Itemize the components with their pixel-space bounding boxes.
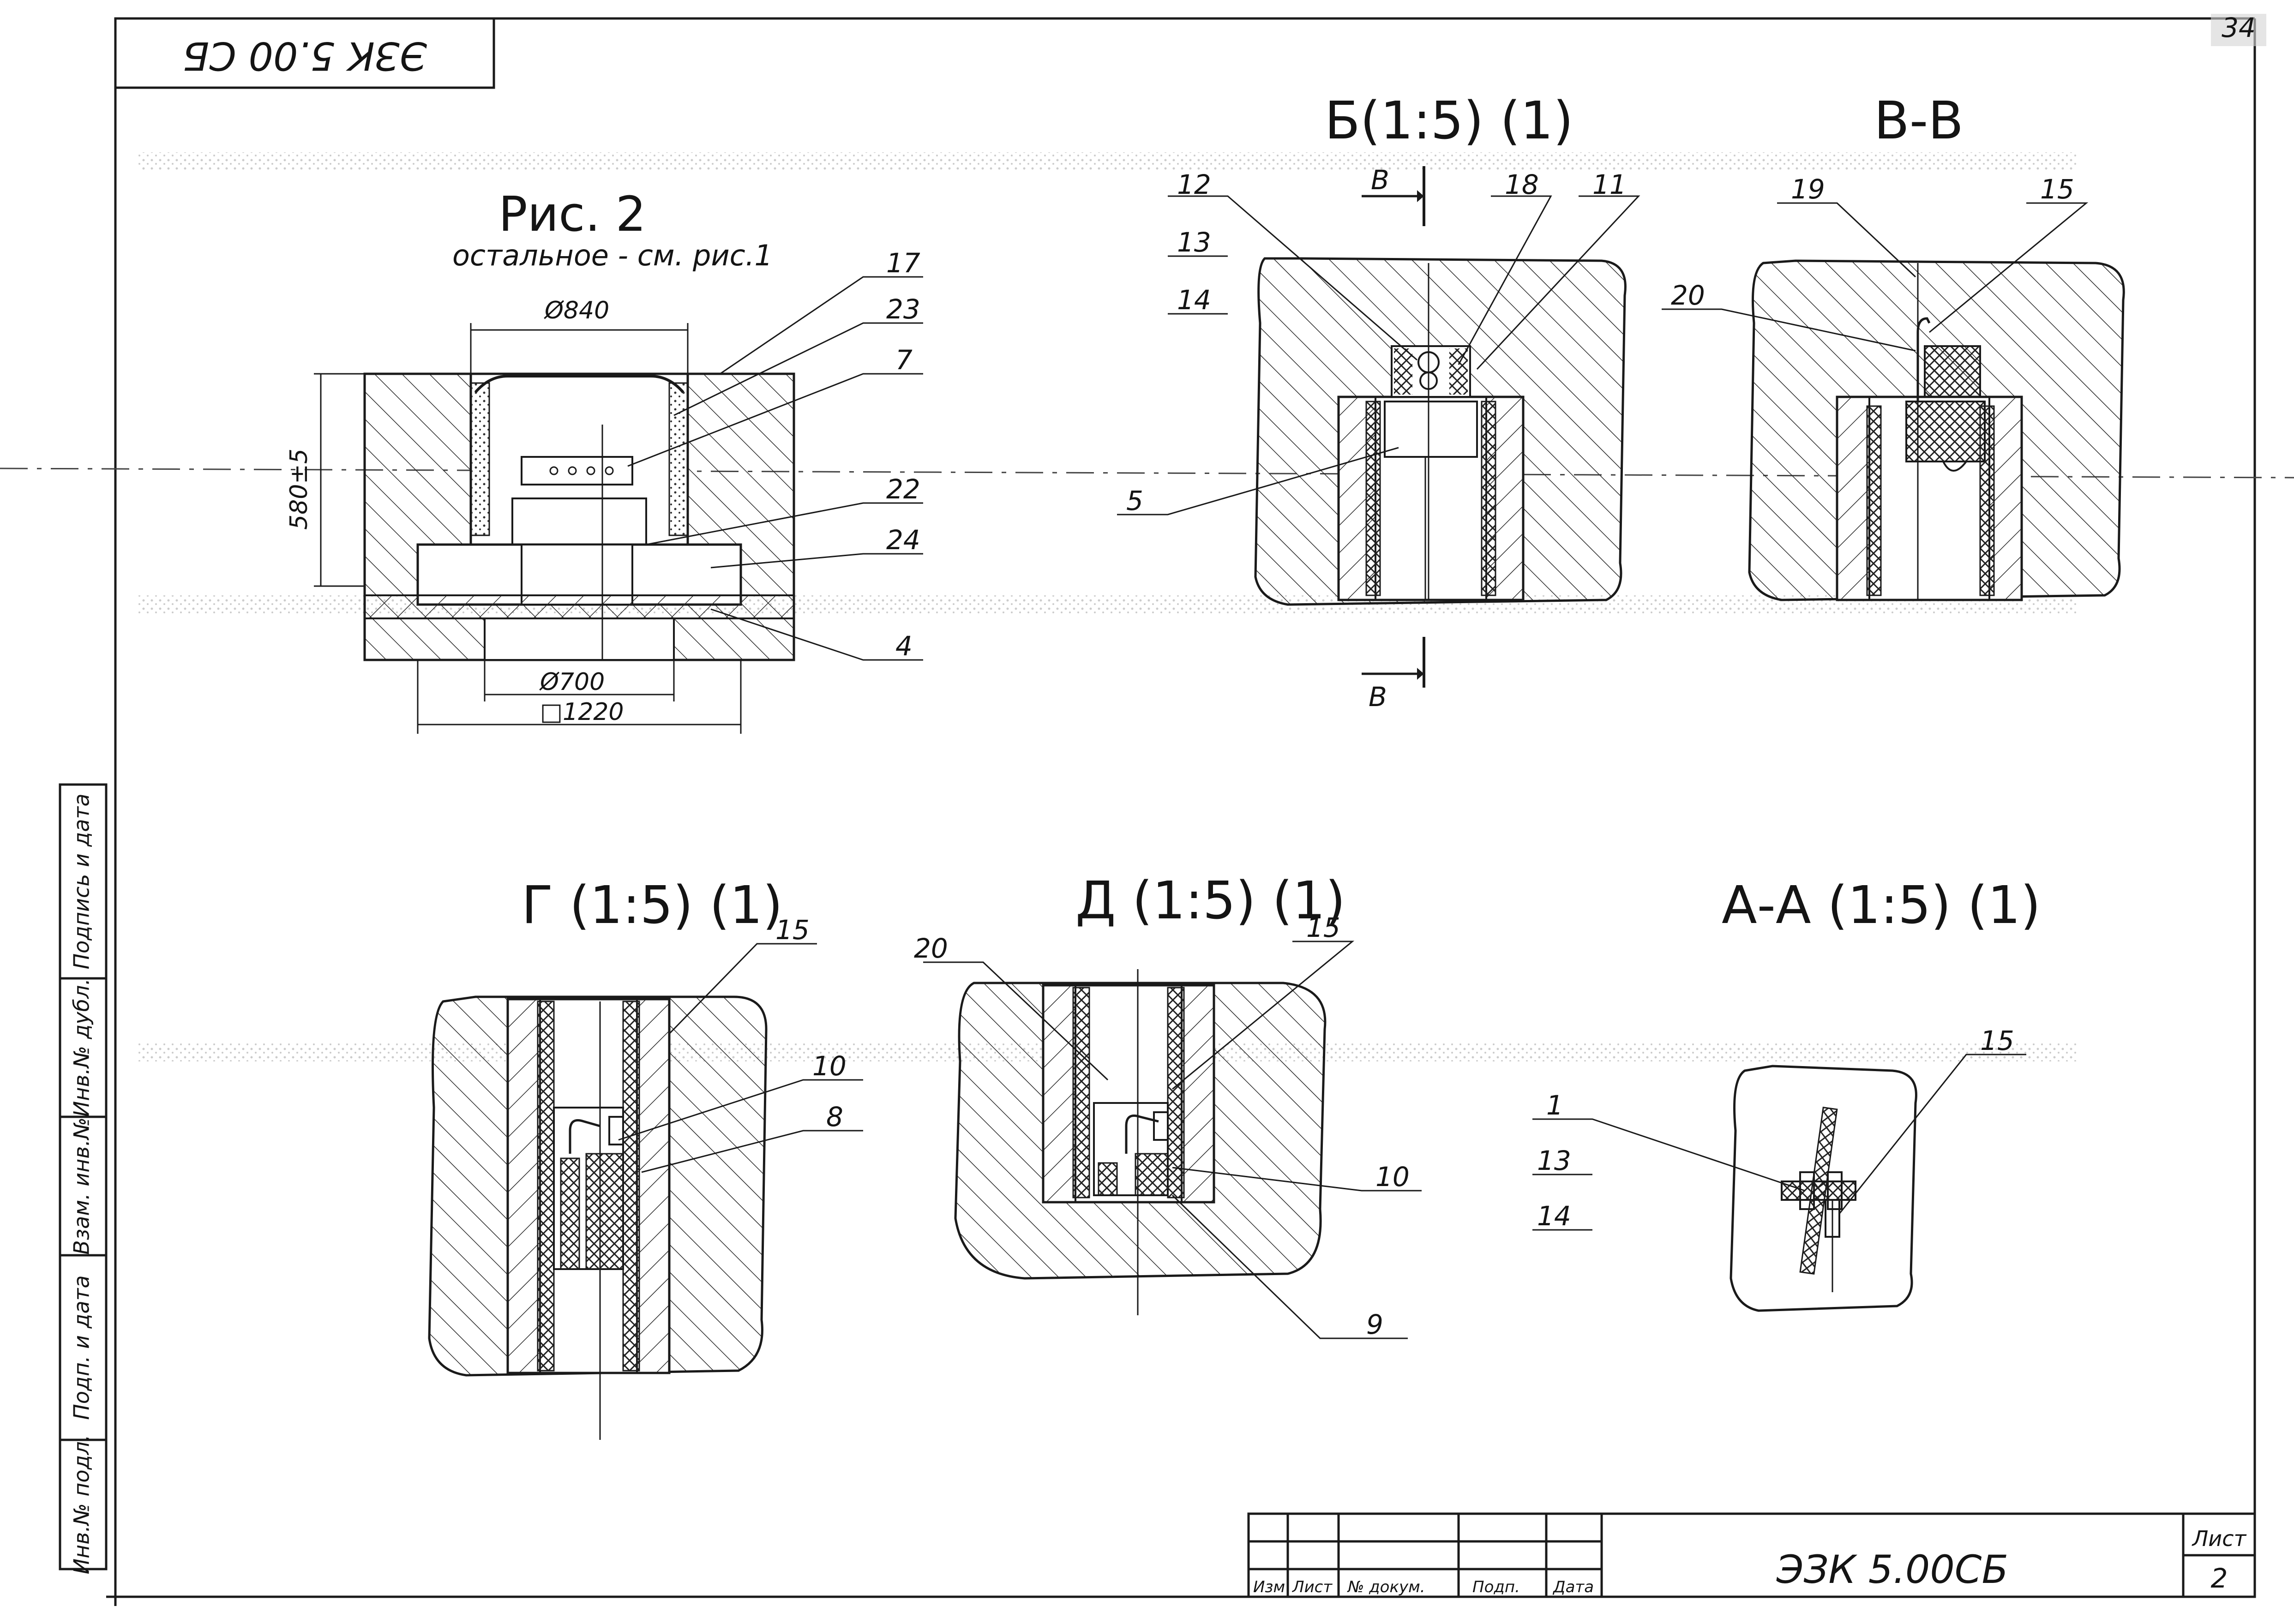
corner-code-box: ЭЗК 5.00 СБ [114,17,495,89]
side-stamp-label-1: Подпись и дата [69,793,94,969]
view-b-section: Б(1:5) (1) В В 12 18 [1117,91,1640,713]
view-b-section-mark-bottom: В [1369,681,1387,713]
view-b-title: Б(1:5) (1) [1325,91,1573,151]
fig2-dim-840: Ø840 [544,297,609,324]
view-g-title: Г (1:5) (1) [522,875,783,935]
view-g-leader-8: 8 [826,1101,843,1133]
side-stamp-label-3: Взам. инв.№ [69,1117,94,1255]
fig2-leader-4: 4 [895,630,913,662]
side-stamp-label-4: Подп. и дата [69,1275,94,1420]
fig2-leader-24: 24 [886,524,920,556]
titleblock-header-sign: Подп. [1472,1578,1520,1596]
fig2-dim-1220: □1220 [540,698,624,726]
view-b-leader-14: 14 [1177,284,1211,316]
fig2-leader-17: 17 [886,247,920,279]
fig2-title: Рис. 2 [498,186,646,242]
view-d-leader-15: 15 [1306,912,1340,943]
fig2-dim-700: Ø700 [539,668,605,696]
view-b-leader-13: 13 [1177,227,1211,258]
view-aa-leader-14: 14 [1537,1200,1571,1232]
view-g-section: Г (1:5) (1) 15 10 8 [428,875,863,1440]
view-d-leader-9: 9 [1366,1309,1383,1340]
page-stamp-number: 34 [2222,12,2256,43]
view-b-leader-12: 12 [1177,169,1211,200]
sheet-label: Лист [2192,1526,2247,1551]
view-aa-title: А-А (1:5) (1) [1722,875,2041,935]
fig2-leader-23: 23 [886,294,920,325]
side-stamp-label-2: Инв.№ дубл. [69,978,94,1117]
view-v-leader-15: 15 [2040,174,2074,205]
titleblock-header-date: Дата [1552,1578,1594,1596]
view-d-leader-20: 20 [914,933,948,964]
view-aa-section: А-А (1:5) (1) 15 1 13 14 [1532,875,2041,1312]
fig2-leader-22: 22 [886,473,920,505]
view-d-section: Д (1:5) (1) 20 15 10 9 [914,871,1422,1340]
titleblock-header-list: Лист [1291,1578,1333,1596]
view-v-leader-19: 19 [1791,174,1825,205]
view-aa-leader-15: 15 [1980,1025,2014,1056]
view-d-title: Д (1:5) (1) [1075,871,1345,931]
view-aa-leader-13: 13 [1537,1145,1571,1176]
document-code: ЭЗК 5.00СБ [1776,1547,2008,1592]
title-block [1247,1512,2256,1598]
fig2-section: Рис. 2 остальное - см. рис.1 Ø840 580±5 [285,186,923,734]
view-g-leader-10: 10 [812,1050,847,1082]
view-d-leader-10: 10 [1375,1161,1410,1193]
view-b-section-mark-top: В [1371,164,1389,196]
titleblock-header-doc: № докум. [1347,1578,1425,1596]
view-aa-leader-1: 1 [1546,1090,1563,1121]
view-b-leader-5: 5 [1126,485,1143,516]
fig2-dim-580: 580±5 [285,449,313,530]
fig2-leader-7: 7 [895,344,913,376]
view-v-section: В-В 19 15 20 [1662,91,2125,601]
fig2-subtitle: остальное - см. рис.1 [452,239,773,272]
side-stamp-label-5: Инв.№ подл. [69,1435,94,1575]
view-v-title: В-В [1874,91,1964,151]
titleblock-header-izm: Изм [1253,1578,1285,1596]
side-stamp [59,783,108,1570]
page-stamp: 34 [2211,12,2266,46]
view-b-leader-11: 11 [1592,169,1627,200]
corner-code: ЭЗК 5.00 СБ [183,33,427,78]
view-b-leader-18: 18 [1505,169,1539,200]
view-v-leader-20: 20 [1671,280,1705,311]
sheet-number: 2 [2211,1563,2228,1594]
view-g-leader-15: 15 [775,914,810,946]
